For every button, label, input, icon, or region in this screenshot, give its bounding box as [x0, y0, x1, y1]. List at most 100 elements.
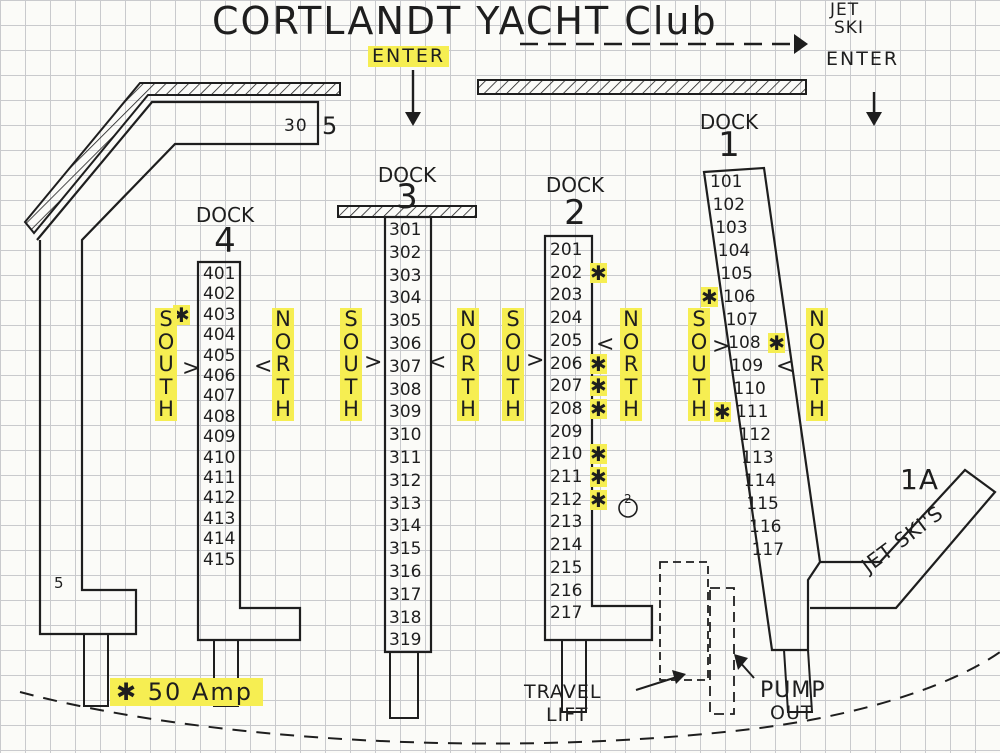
- amp-marker-106: ✱: [701, 285, 718, 309]
- slip-211: 211: [550, 467, 583, 487]
- slip-101: 101: [710, 172, 743, 192]
- slip-410: 410: [203, 447, 236, 468]
- slip-305: 305: [389, 311, 422, 332]
- slip-217: 217: [550, 603, 583, 624]
- compass-arrow-right-dock-2: >: [526, 348, 545, 373]
- slip-205: 205: [550, 330, 583, 351]
- slip-317: 317: [389, 584, 422, 605]
- compass-arrow-right-dock-4: >: [182, 356, 201, 381]
- slip-411: 411: [203, 468, 236, 488]
- slip-202: 202: [550, 262, 583, 283]
- slip-214: 214: [550, 535, 583, 556]
- slip-107: 107: [725, 310, 759, 330]
- slip-110: 110: [733, 379, 766, 399]
- slip-30-label: 30: [284, 116, 308, 136]
- slip-111: 111: [736, 402, 769, 422]
- compass-north-dock-2: NORTH: [620, 308, 642, 421]
- shoreline: [19, 651, 1000, 745]
- slip-407: 407: [203, 386, 236, 407]
- amp-marker-207: ✱: [590, 374, 607, 399]
- slip-5-top-label: 5: [322, 112, 339, 140]
- slip-310: 310: [389, 425, 422, 446]
- compass-north-dock-4: NORTH: [272, 308, 294, 421]
- dock-1-piling: [783, 649, 814, 713]
- slip-117: 117: [751, 540, 785, 560]
- dock-1-label: DOCK: [699, 110, 759, 134]
- marina-title: CORTLANDT YACHT Club: [212, 0, 718, 43]
- slip-108: 108: [728, 333, 761, 353]
- slip-412: 412: [203, 488, 236, 509]
- slip-308: 308: [389, 379, 422, 400]
- amp-marker-210: ✱: [590, 442, 607, 467]
- slip-413: 413: [203, 508, 236, 529]
- slip-204: 204: [550, 308, 583, 329]
- slip-208: 208: [550, 398, 583, 419]
- top-walkway: [477, 79, 807, 95]
- slip-301: 301: [389, 220, 422, 240]
- pump-out-label-line2: OUT: [770, 702, 814, 724]
- amp-marker-108: ✱: [768, 331, 785, 355]
- compass-south-dock-4: SOUTH: [155, 308, 177, 421]
- amp-marker-403: ✱: [173, 302, 190, 327]
- left-walkway: [36, 100, 320, 636]
- dock-3-structure: [383, 215, 433, 654]
- dock-1-number: 1: [718, 125, 740, 165]
- travel-lift-pointer: [635, 675, 681, 691]
- dock-1-structure: [702, 166, 822, 652]
- slip-403: 403: [203, 304, 236, 325]
- left-piling: [83, 634, 109, 707]
- slip-302: 302: [389, 242, 422, 263]
- enter-arrow-main-head: [405, 112, 421, 126]
- slip-309: 309: [389, 402, 422, 423]
- slip-115: 115: [746, 494, 779, 514]
- slip-313: 313: [389, 493, 422, 514]
- jet-ski-label-line2: SKI: [834, 18, 864, 38]
- slip-316: 316: [389, 562, 422, 582]
- jet-ski-enter-label: ENTER: [826, 48, 900, 70]
- slip-112: 112: [738, 425, 772, 445]
- slip-315: 315: [389, 539, 422, 560]
- slip-415: 415: [203, 549, 236, 570]
- slip-201: 201: [550, 240, 583, 260]
- travel-lift-label-line1: TRAVEL: [524, 681, 602, 703]
- dock-3-piling: [389, 652, 419, 719]
- note-212-marker: 2: [624, 491, 632, 506]
- dock-4-label: DOCK: [195, 203, 255, 227]
- slip-104: 104: [717, 241, 751, 261]
- slip-215: 215: [550, 557, 583, 578]
- slip-319: 319: [389, 630, 422, 651]
- compass-arrow-left-dock-4: <: [254, 354, 273, 379]
- compass-south-dock-3: SOUTH: [340, 308, 362, 421]
- amp-marker-206: ✱: [590, 351, 607, 376]
- slip-402: 402: [203, 284, 236, 305]
- dock-4-number: 4: [214, 221, 236, 261]
- slip-114: 114: [743, 471, 777, 491]
- left-walkway-hatch: [23, 82, 341, 235]
- dock-3-number: 3: [396, 177, 418, 217]
- dock-4-piling: [213, 640, 239, 707]
- slip-105: 105: [720, 264, 753, 284]
- compass-arrow-left-dock-2: <: [596, 332, 615, 357]
- compass-arrow-left-dock-3: <: [428, 350, 447, 375]
- slip-304: 304: [389, 288, 422, 309]
- slip-102: 102: [712, 195, 746, 215]
- dock-4-structure: [196, 260, 302, 642]
- slip-206: 206: [550, 353, 583, 374]
- dock-2-piling: [561, 640, 587, 713]
- jet-ski-arm: [810, 468, 997, 610]
- slip-203: 203: [550, 285, 583, 306]
- compass-north-dock-1: NORTH: [806, 308, 828, 421]
- slip-405: 405: [203, 345, 236, 366]
- pump-out-label-line1: PUMP: [760, 678, 826, 703]
- dock-2-label: DOCK: [545, 173, 605, 197]
- note-circle: [618, 498, 638, 518]
- travel-lift-label-line2: LIFT: [546, 704, 589, 726]
- slip-216: 216: [550, 580, 583, 601]
- route-arrow-head: [794, 34, 808, 54]
- travel-lift-pointer-head: [672, 670, 686, 684]
- enter-arrow-jet-head: [866, 112, 882, 126]
- slip-312: 312: [389, 470, 422, 491]
- compass-north-dock-3: NORTH: [457, 308, 479, 421]
